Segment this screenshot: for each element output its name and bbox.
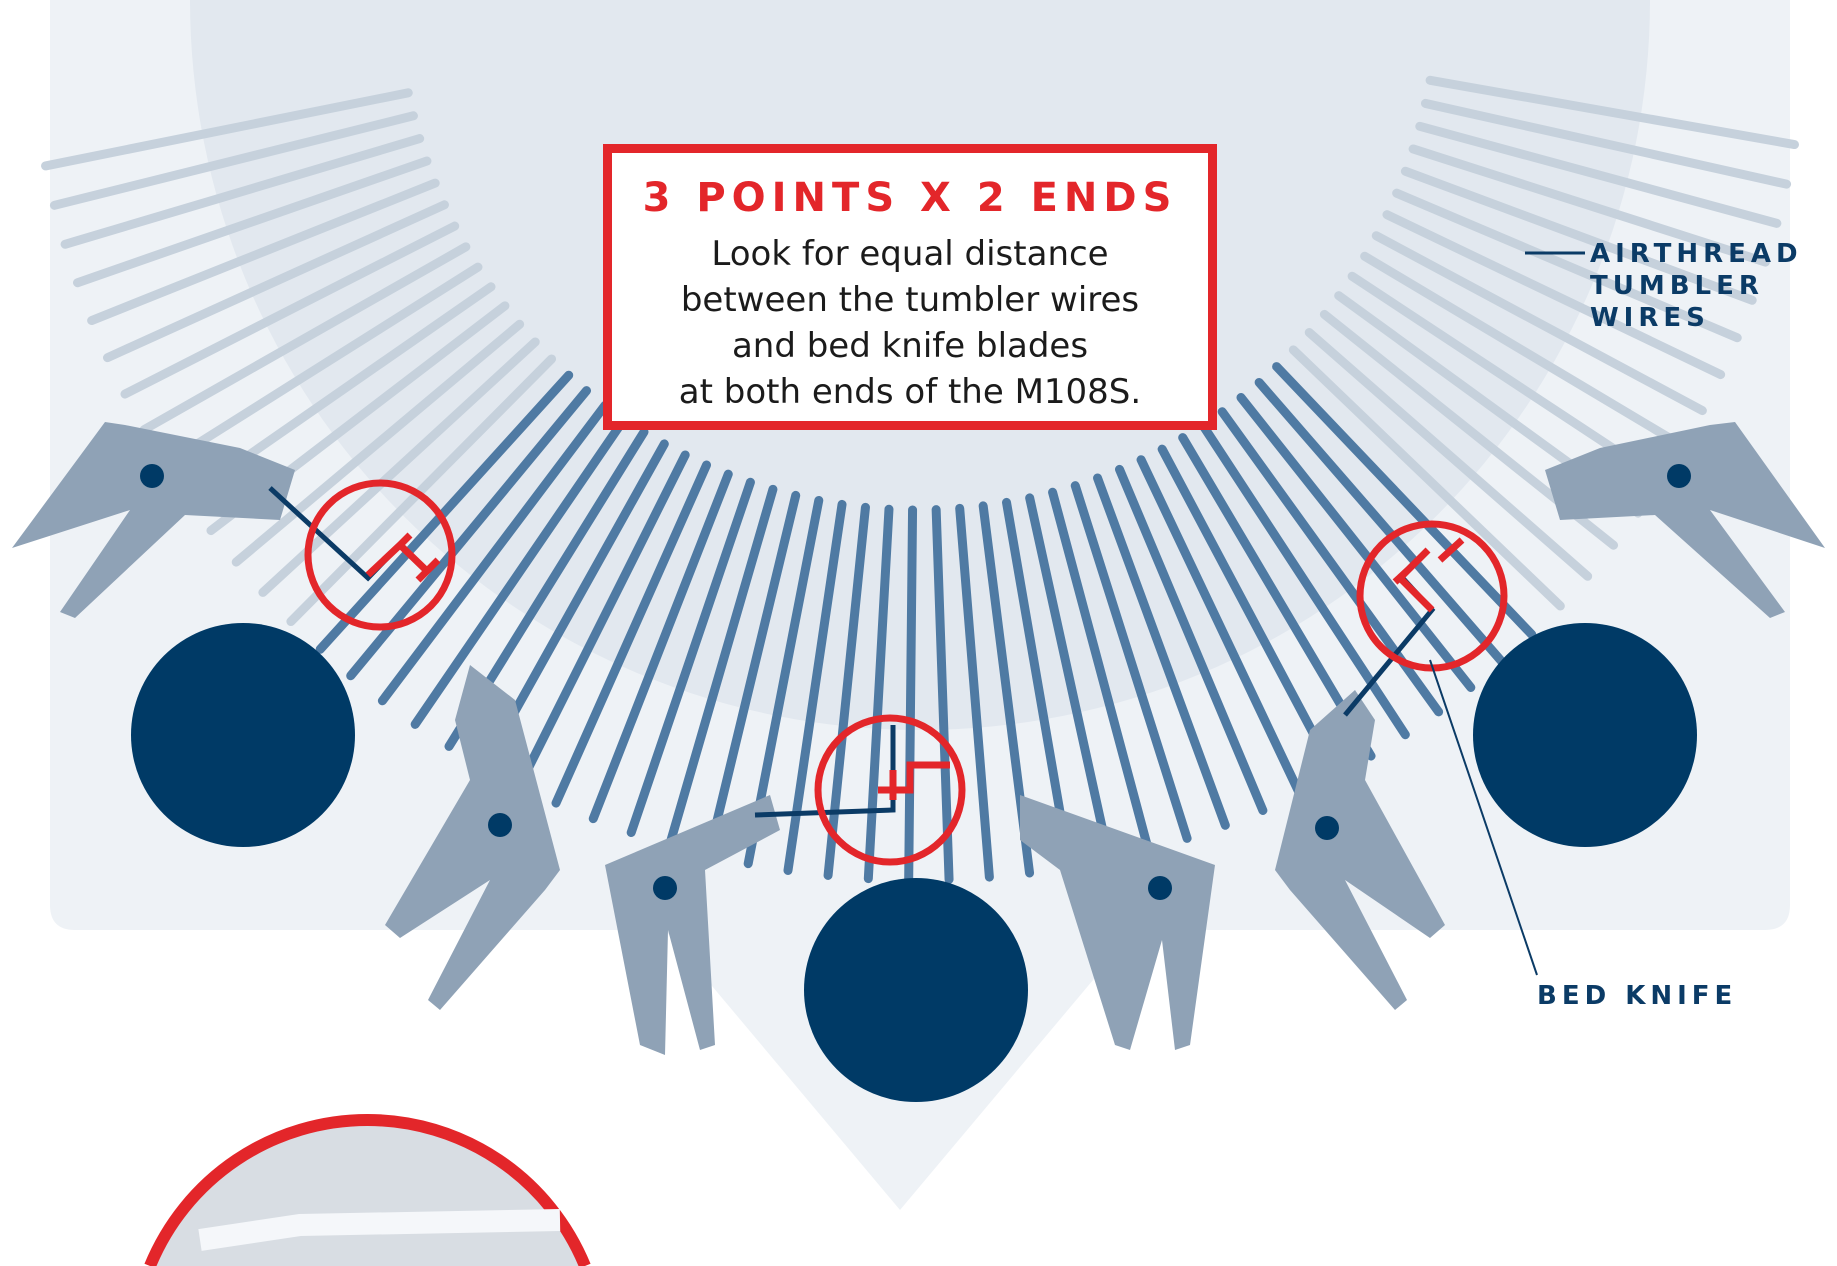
- roller-center: [804, 878, 1028, 1102]
- callout-line: and bed knife blades: [612, 323, 1208, 369]
- label-line: TUMBLER: [1590, 270, 1803, 302]
- callout-title: 3 POINTS X 2 ENDS: [612, 175, 1208, 221]
- pivot-dot: [488, 813, 512, 837]
- label-line: WIRES: [1590, 302, 1803, 334]
- label-bed-knife: BED KNIFE: [1537, 980, 1737, 1012]
- roller-right: [1473, 623, 1697, 847]
- label-tumbler-wires: AIRTHREAD TUMBLER WIRES: [1590, 238, 1803, 334]
- callout-line: at both ends of the M108S.: [612, 369, 1208, 415]
- callout-line: Look for equal distance: [612, 231, 1208, 277]
- pivot-dot: [1667, 464, 1691, 488]
- roller-left: [131, 623, 355, 847]
- label-line: AIRTHREAD: [1590, 238, 1803, 270]
- callout-box: 3 POINTS X 2 ENDS Look for equal distanc…: [603, 144, 1217, 430]
- pivot-dot: [140, 464, 164, 488]
- callout-line: between the tumbler wires: [612, 277, 1208, 323]
- pivot-dot: [1315, 816, 1339, 840]
- callout-body: Look for equal distance between the tumb…: [612, 231, 1208, 415]
- pivot-dot: [1148, 876, 1172, 900]
- pivot-dot: [653, 876, 677, 900]
- tumbler-wire: [909, 510, 913, 880]
